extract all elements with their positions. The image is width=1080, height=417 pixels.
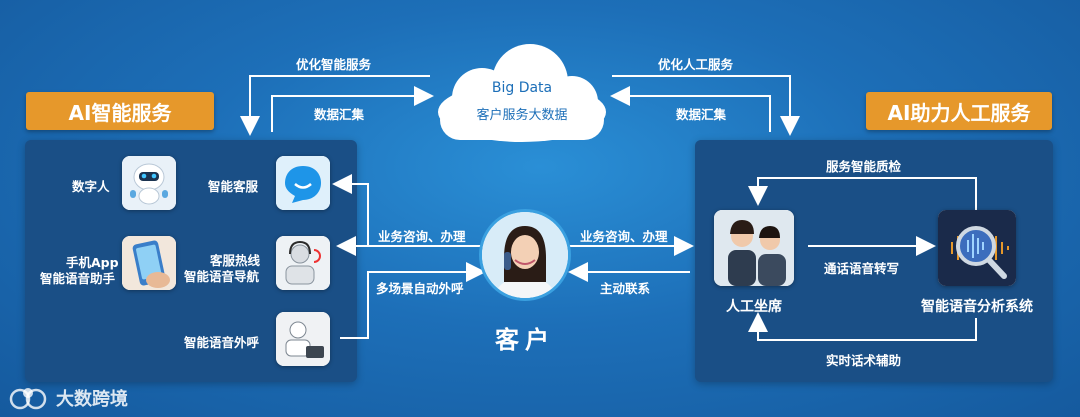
cloud-subtitle: 客户服务大数据	[430, 104, 614, 123]
digital-human-label: 数字人	[72, 176, 110, 195]
agent-label: 人工坐席	[714, 296, 794, 316]
hotline-icon	[276, 236, 330, 290]
cloud-title: Big Data	[430, 80, 614, 96]
analysis-label: 智能语音分析系统	[906, 296, 1048, 316]
agent-icon	[714, 210, 794, 286]
left-collect-label: 数据汇集	[314, 104, 364, 123]
voice-outbound-label: 智能语音外呼	[184, 332, 259, 351]
left-flow-label-2: 多场景自动外呼	[376, 278, 464, 297]
watermark-logo-icon	[8, 385, 50, 411]
left-flow-label-1: 业务咨询、办理	[378, 226, 466, 245]
smart-cs-icon	[276, 156, 330, 210]
customer-label: 客户	[480, 320, 570, 355]
left-optimize-label: 优化智能服务	[296, 54, 371, 73]
assist-label: 实时话术辅助	[826, 350, 901, 369]
right-flow-label-1: 业务咨询、办理	[580, 226, 668, 245]
voice-outbound-icon	[276, 312, 330, 366]
transcribe-label: 通话语音转写	[824, 258, 899, 277]
qa-label: 服务智能质检	[826, 156, 901, 175]
customer-avatar[interactable]	[482, 212, 568, 298]
watermark-text: 大数跨境	[56, 385, 128, 411]
smart-cs-label: 智能客服	[208, 176, 258, 195]
mobile-app-icon	[122, 236, 176, 290]
analysis-icon	[938, 210, 1016, 286]
assist-arrow	[758, 316, 976, 340]
mobile-app-label-2: 智能语音助手	[40, 268, 115, 287]
watermark: 大数跨境	[8, 385, 128, 411]
digital-human-icon	[122, 156, 176, 210]
qa-arrow	[758, 178, 976, 210]
right-optimize-label: 优化人工服务	[658, 54, 733, 73]
right-flow-label-2: 主动联系	[600, 278, 650, 297]
right-collect-label: 数据汇集	[676, 104, 726, 123]
hotline-label-2: 智能语音导航	[184, 266, 259, 285]
